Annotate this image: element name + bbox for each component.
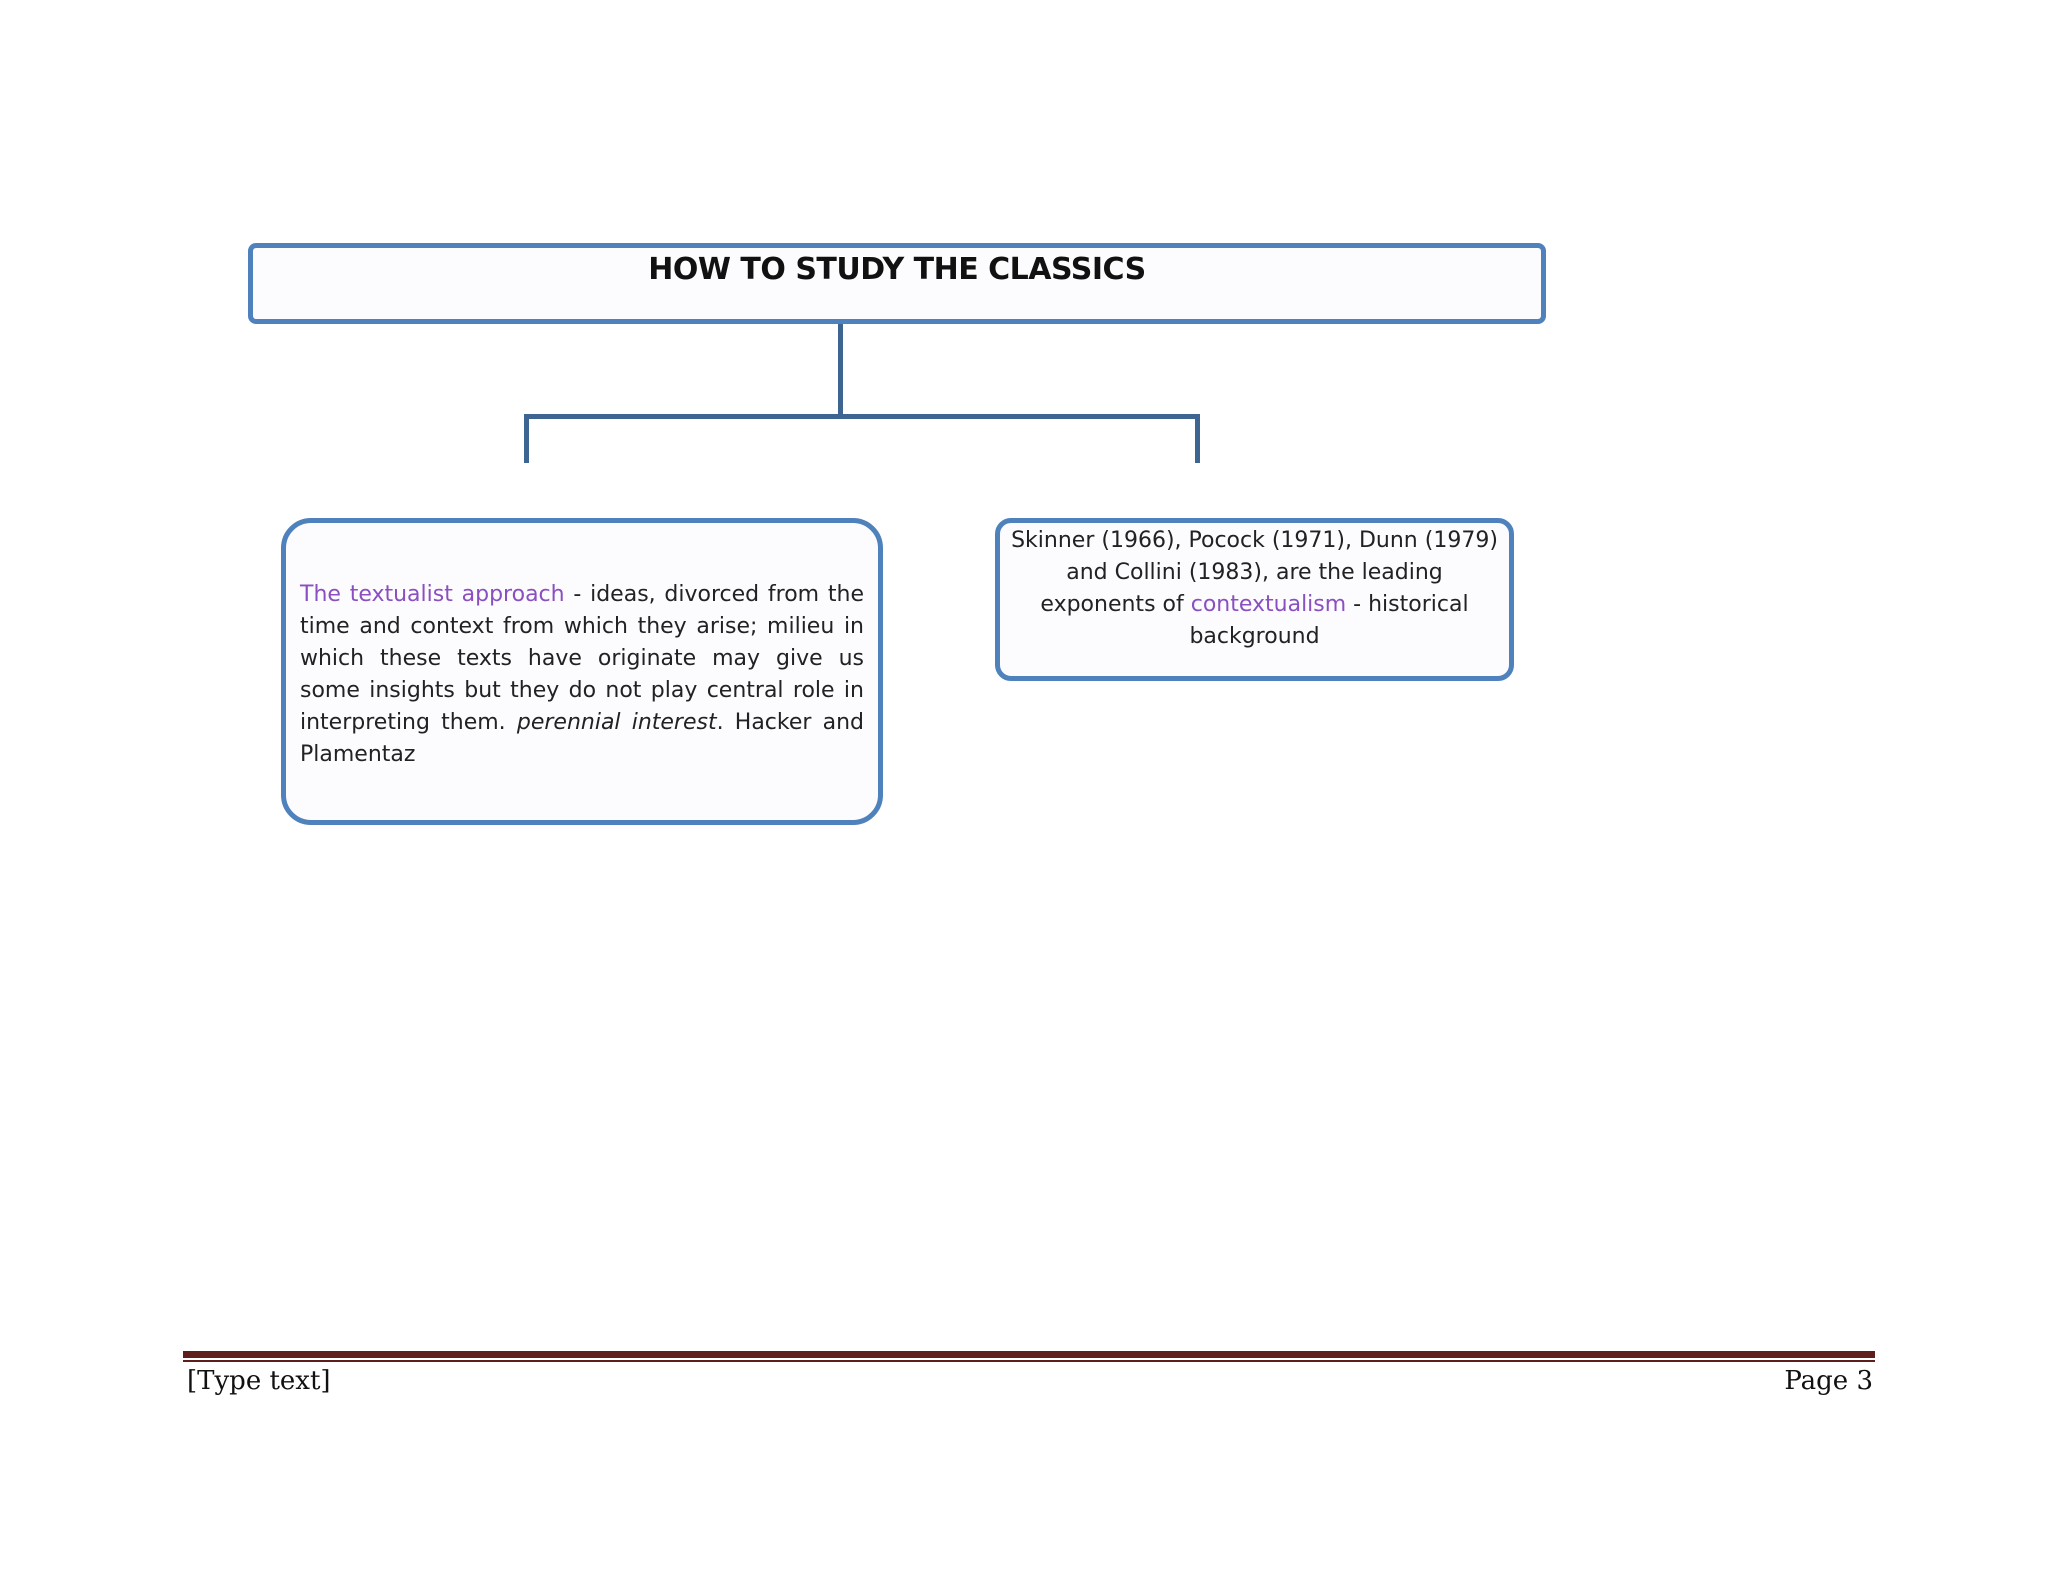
contextualist-highlight: contextualism: [1190, 592, 1347, 617]
contextualist-text-2: - historical background: [1189, 592, 1469, 649]
diagram-title-box: HOW TO STUDY THE CLASSICS: [248, 243, 1546, 324]
contextualist-text-1: Skinner (1966), Pocock (1971), Dunn (197…: [1011, 528, 1498, 617]
textualist-box: The textualist approach - ideas, divorce…: [281, 518, 883, 825]
textualist-highlight: The textualist approach: [300, 582, 565, 607]
textualist-italic: perennial interest: [516, 710, 717, 735]
diagram-title: HOW TO STUDY THE CLASSICS: [648, 252, 1146, 287]
textualist-text-1: - ideas, divorced from the time and cont…: [300, 582, 865, 735]
connector-left-drop: [524, 414, 529, 463]
connector-right-drop: [1195, 414, 1200, 463]
footer-placeholder-text[interactable]: [Type text]: [187, 1366, 331, 1396]
footer-divider-thin: [183, 1360, 1875, 1362]
connector-horizontal: [524, 414, 1200, 419]
contextualist-box: Skinner (1966), Pocock (1971), Dunn (197…: [995, 518, 1514, 681]
connector-stem: [838, 324, 843, 419]
footer-divider: [183, 1351, 1875, 1358]
textualist-text-2: . Hacker and Plamentaz: [300, 710, 865, 767]
page-number: Page 3: [1784, 1366, 1873, 1396]
textualist-description: The textualist approach - ideas, divorce…: [300, 579, 864, 771]
contextualist-description: Skinner (1966), Pocock (1971), Dunn (197…: [1008, 525, 1501, 653]
